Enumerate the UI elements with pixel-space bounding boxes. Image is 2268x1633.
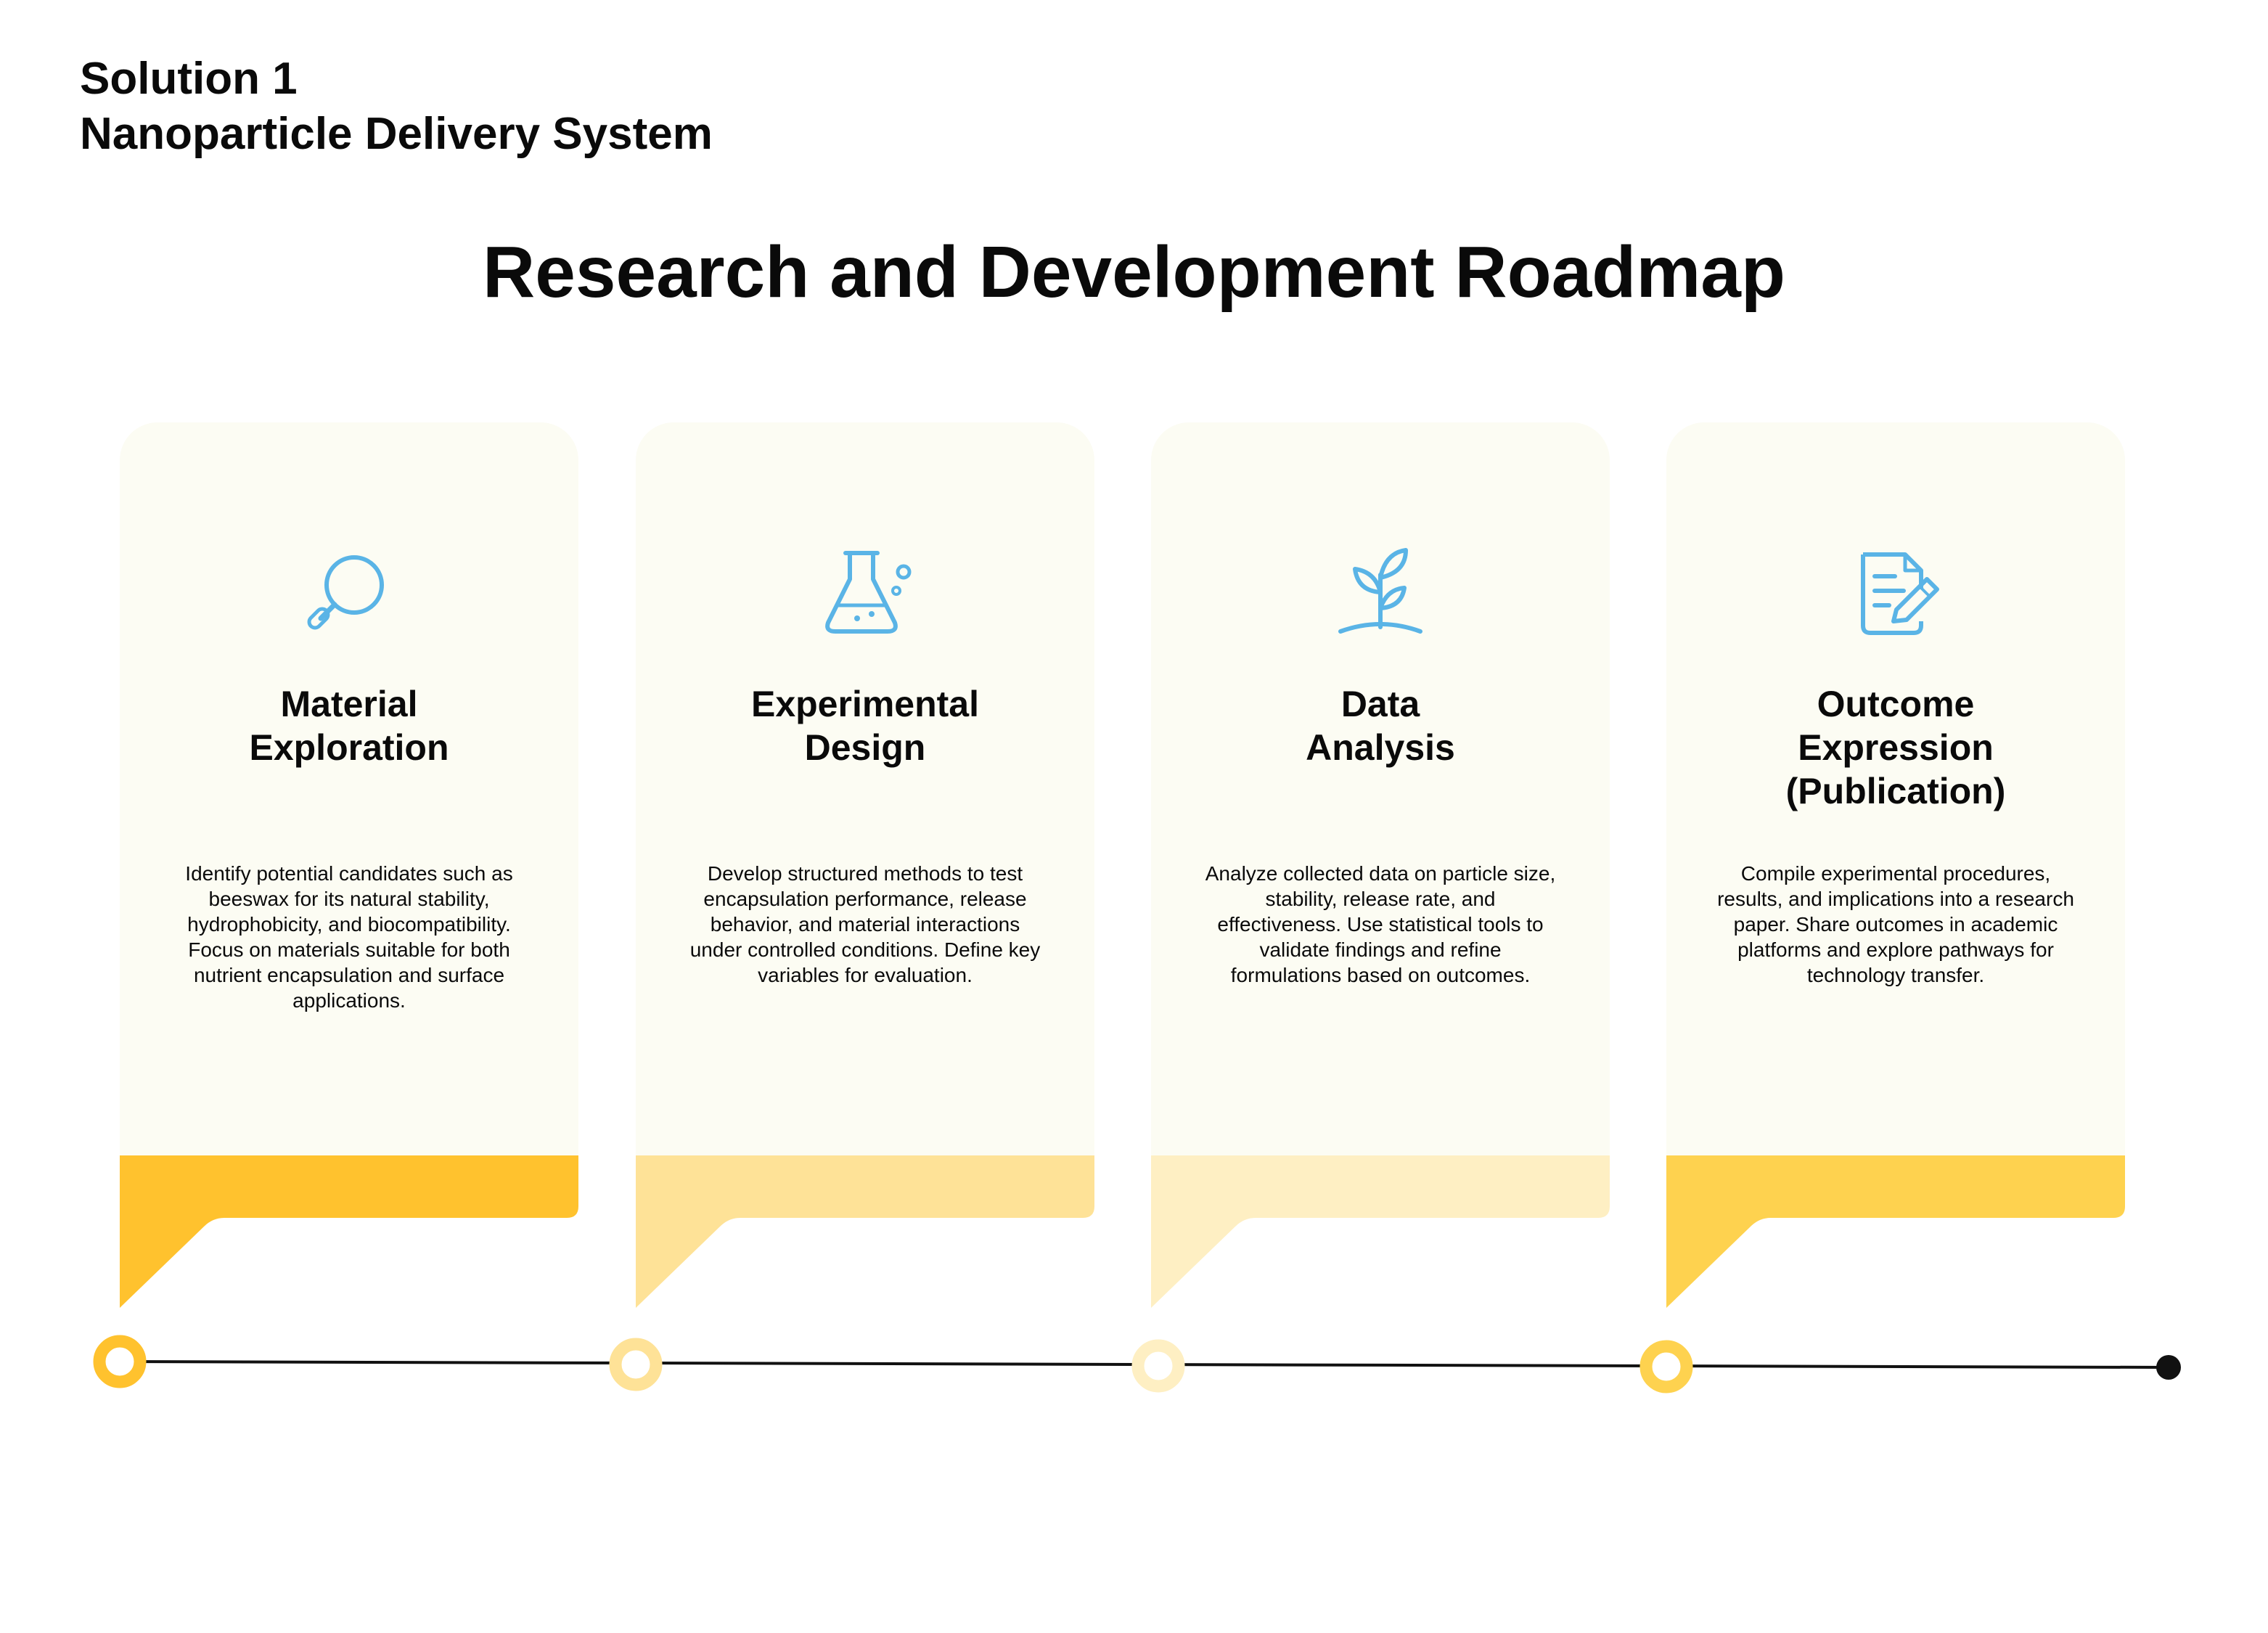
- card-title-line: Analysis: [1306, 727, 1455, 768]
- document-edit-icon: [1849, 546, 1943, 640]
- solution-label: Solution 1: [80, 54, 298, 104]
- step-color-band-shape: [636, 1155, 1094, 1308]
- card-title-line: Data: [1340, 684, 1420, 724]
- card-title-line: Exploration: [249, 727, 449, 768]
- card-title-line: (Publication): [1785, 771, 2006, 811]
- card-description: Analyze collected data on particle size,…: [1205, 862, 1556, 986]
- flask-icon: [818, 546, 912, 640]
- step-color-band: [1666, 1155, 2125, 1308]
- step-color-band-shape: [1666, 1155, 2125, 1308]
- timeline-node: [1131, 1339, 1185, 1393]
- card-description: Develop structured methods to test encap…: [689, 862, 1041, 986]
- timeline-node: [93, 1335, 147, 1388]
- card-description: Identify potential candidates such as be…: [185, 862, 513, 1012]
- card-title-line: Design: [804, 727, 926, 768]
- step-color-band: [1151, 1155, 1610, 1308]
- magnifier-icon: [302, 546, 396, 640]
- roadmap-title: Research and Development Roadmap: [483, 232, 1785, 313]
- card-title-line: Expression: [1798, 727, 1994, 768]
- timeline-end-dot: [2156, 1355, 2181, 1380]
- card-description: Compile experimental procedures, results…: [1717, 862, 2074, 986]
- step-color-band: [636, 1155, 1094, 1308]
- card-title-line: Experimental: [750, 684, 979, 724]
- timeline-line: [119, 1360, 2169, 1369]
- step-color-band-shape: [1151, 1155, 1610, 1308]
- timeline-node: [1639, 1340, 1693, 1393]
- timeline-node: [609, 1338, 663, 1391]
- step-color-band-shape: [120, 1155, 578, 1308]
- solution-name: Nanoparticle Delivery System: [80, 109, 713, 159]
- step-color-band: [120, 1155, 578, 1308]
- card-title-line: Material: [280, 684, 418, 724]
- sprout-icon: [1333, 546, 1428, 640]
- card-title-line: Outcome: [1817, 684, 1975, 724]
